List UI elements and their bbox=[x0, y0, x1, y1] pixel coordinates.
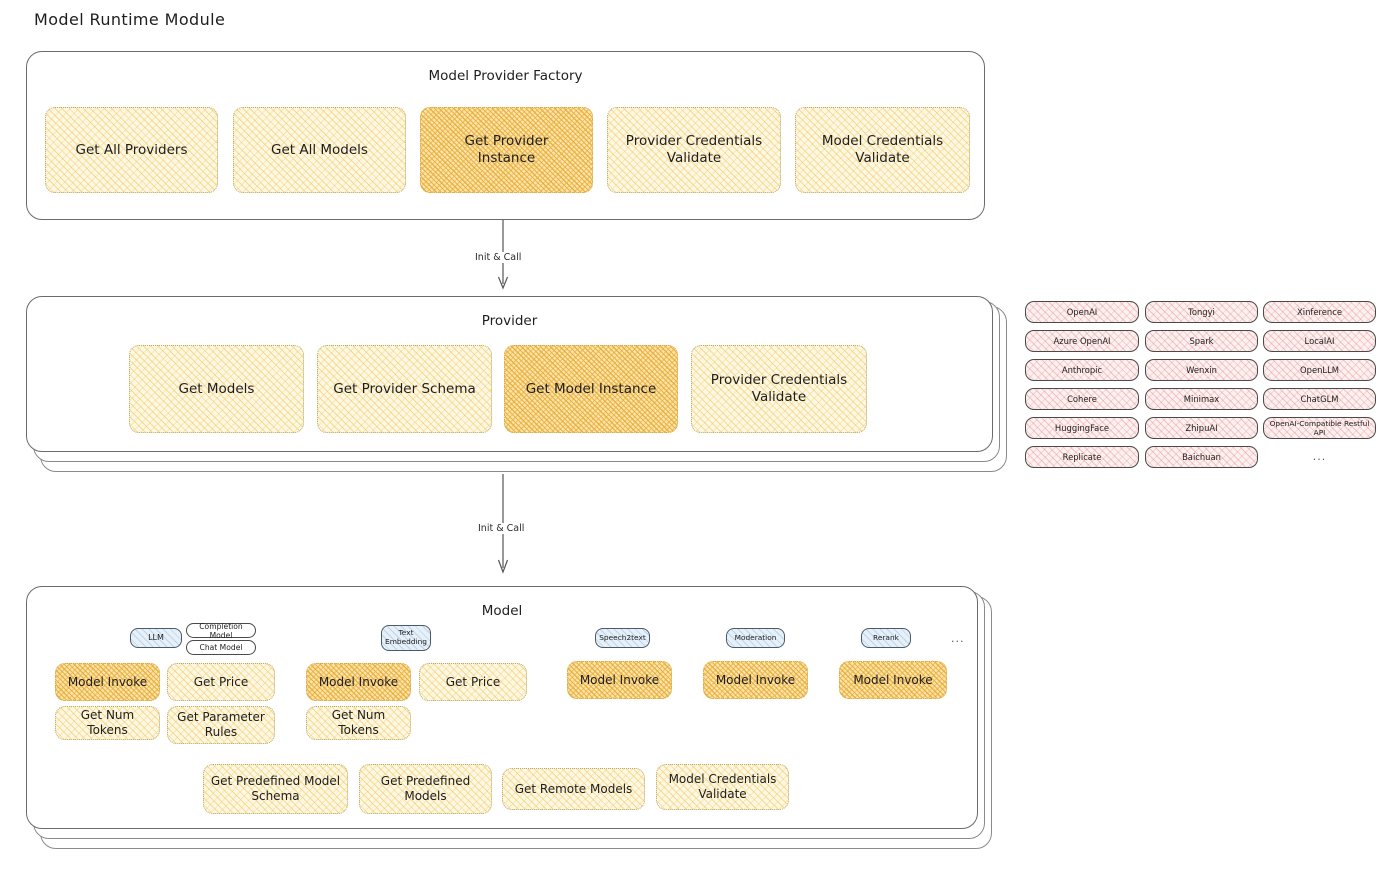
provider-chip-minimax[interactable]: Minimax bbox=[1145, 388, 1258, 410]
arrow-label-2: Init & Call bbox=[474, 523, 529, 534]
factory-title: Model Provider Factory bbox=[428, 68, 583, 84]
provider-chip-spark[interactable]: Spark bbox=[1145, 330, 1258, 352]
model-title: Model bbox=[481, 603, 523, 619]
model-types-more: ... bbox=[951, 632, 965, 645]
provider-box-get-provider-schema[interactable]: Get Provider Schema bbox=[317, 345, 492, 433]
provider-chip-openai[interactable]: OpenAI bbox=[1025, 301, 1139, 323]
model-box-llm-get-num-tokens[interactable]: Get Num Tokens bbox=[55, 706, 160, 740]
model-type-badge-moderation[interactable]: Moderation bbox=[726, 628, 785, 648]
provider-chip-openllm[interactable]: OpenLLM bbox=[1263, 359, 1376, 381]
arrow-provider-to-model bbox=[497, 474, 509, 574]
provider-chip-baichuan[interactable]: Baichuan bbox=[1145, 446, 1258, 468]
model-type-badge-speech2text[interactable]: Speech2text bbox=[595, 628, 650, 648]
provider-chip-openai-compatible-restful-api[interactable]: OpenAI-Compatible Restful API bbox=[1263, 417, 1376, 439]
model-box-text-embedding-get-num-tokens[interactable]: Get Num Tokens bbox=[306, 706, 411, 740]
provider-chip-replicate[interactable]: Replicate bbox=[1025, 446, 1139, 468]
provider-chip-chatglm[interactable]: ChatGLM bbox=[1263, 388, 1376, 410]
provider-chip-xinference[interactable]: Xinference bbox=[1263, 301, 1376, 323]
model-box-moderation-model-invoke[interactable]: Model Invoke bbox=[703, 661, 808, 699]
model-type-badge-rerank[interactable]: Rerank bbox=[861, 628, 911, 648]
model-box-llm-model-invoke[interactable]: Model Invoke bbox=[55, 663, 160, 701]
model-common-box-get-remote-models[interactable]: Get Remote Models bbox=[502, 768, 645, 810]
provider-chip-anthropic[interactable]: Anthropic bbox=[1025, 359, 1139, 381]
model-box-text-embedding-get-price[interactable]: Get Price bbox=[419, 663, 527, 701]
provider-list-more: ... bbox=[1312, 450, 1327, 463]
arrow-label-1: Init & Call bbox=[471, 252, 526, 263]
model-box-llm-get-price[interactable]: Get Price bbox=[167, 663, 275, 701]
provider-chip-cohere[interactable]: Cohere bbox=[1025, 388, 1139, 410]
model-box-text-embedding-model-invoke[interactable]: Model Invoke bbox=[306, 663, 411, 701]
provider-chip-azure-openai[interactable]: Azure OpenAI bbox=[1025, 330, 1139, 352]
provider-chip-zhipuai[interactable]: ZhipuAI bbox=[1145, 417, 1258, 439]
model-subtype-badge-chat-model[interactable]: Chat Model bbox=[186, 640, 256, 655]
provider-chip-localai[interactable]: LocalAI bbox=[1263, 330, 1376, 352]
factory-box-get-all-providers[interactable]: Get All Providers bbox=[45, 107, 218, 193]
page-title: Model Runtime Module bbox=[34, 10, 226, 29]
factory-box-get-all-models[interactable]: Get All Models bbox=[233, 107, 406, 193]
provider-chip-tongyi[interactable]: Tongyi bbox=[1145, 301, 1258, 323]
model-box-speech2text-model-invoke[interactable]: Model Invoke bbox=[567, 661, 672, 699]
model-subtype-badge-completion-model[interactable]: Completion Model bbox=[186, 622, 256, 640]
model-box-rerank-model-invoke[interactable]: Model Invoke bbox=[839, 661, 947, 699]
provider-box-get-models[interactable]: Get Models bbox=[129, 345, 304, 433]
provider-title: Provider bbox=[481, 313, 538, 329]
model-type-badge-llm[interactable]: LLM bbox=[130, 628, 182, 648]
provider-chip-huggingface[interactable]: HuggingFace bbox=[1025, 417, 1139, 439]
provider-chip-wenxin[interactable]: Wenxin bbox=[1145, 359, 1258, 381]
provider-box-get-model-instance[interactable]: Get Model Instance bbox=[504, 345, 678, 433]
